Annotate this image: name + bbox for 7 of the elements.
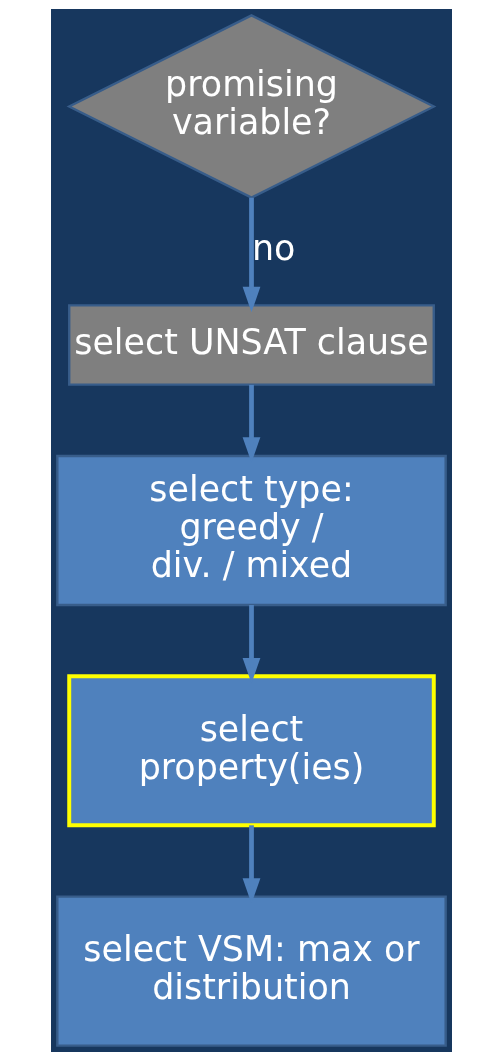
- arrow: [242, 197, 261, 313]
- edge-label: no: [251, 228, 296, 269]
- node-box: select VSM: max or distribution: [56, 895, 447, 1047]
- node-diamond: promising variable?: [66, 14, 437, 199]
- node-box: select UNSAT clause: [68, 304, 435, 386]
- node-box: select property(ies): [67, 674, 436, 828]
- node-box: select type: greedy / div. / mixed: [56, 454, 447, 607]
